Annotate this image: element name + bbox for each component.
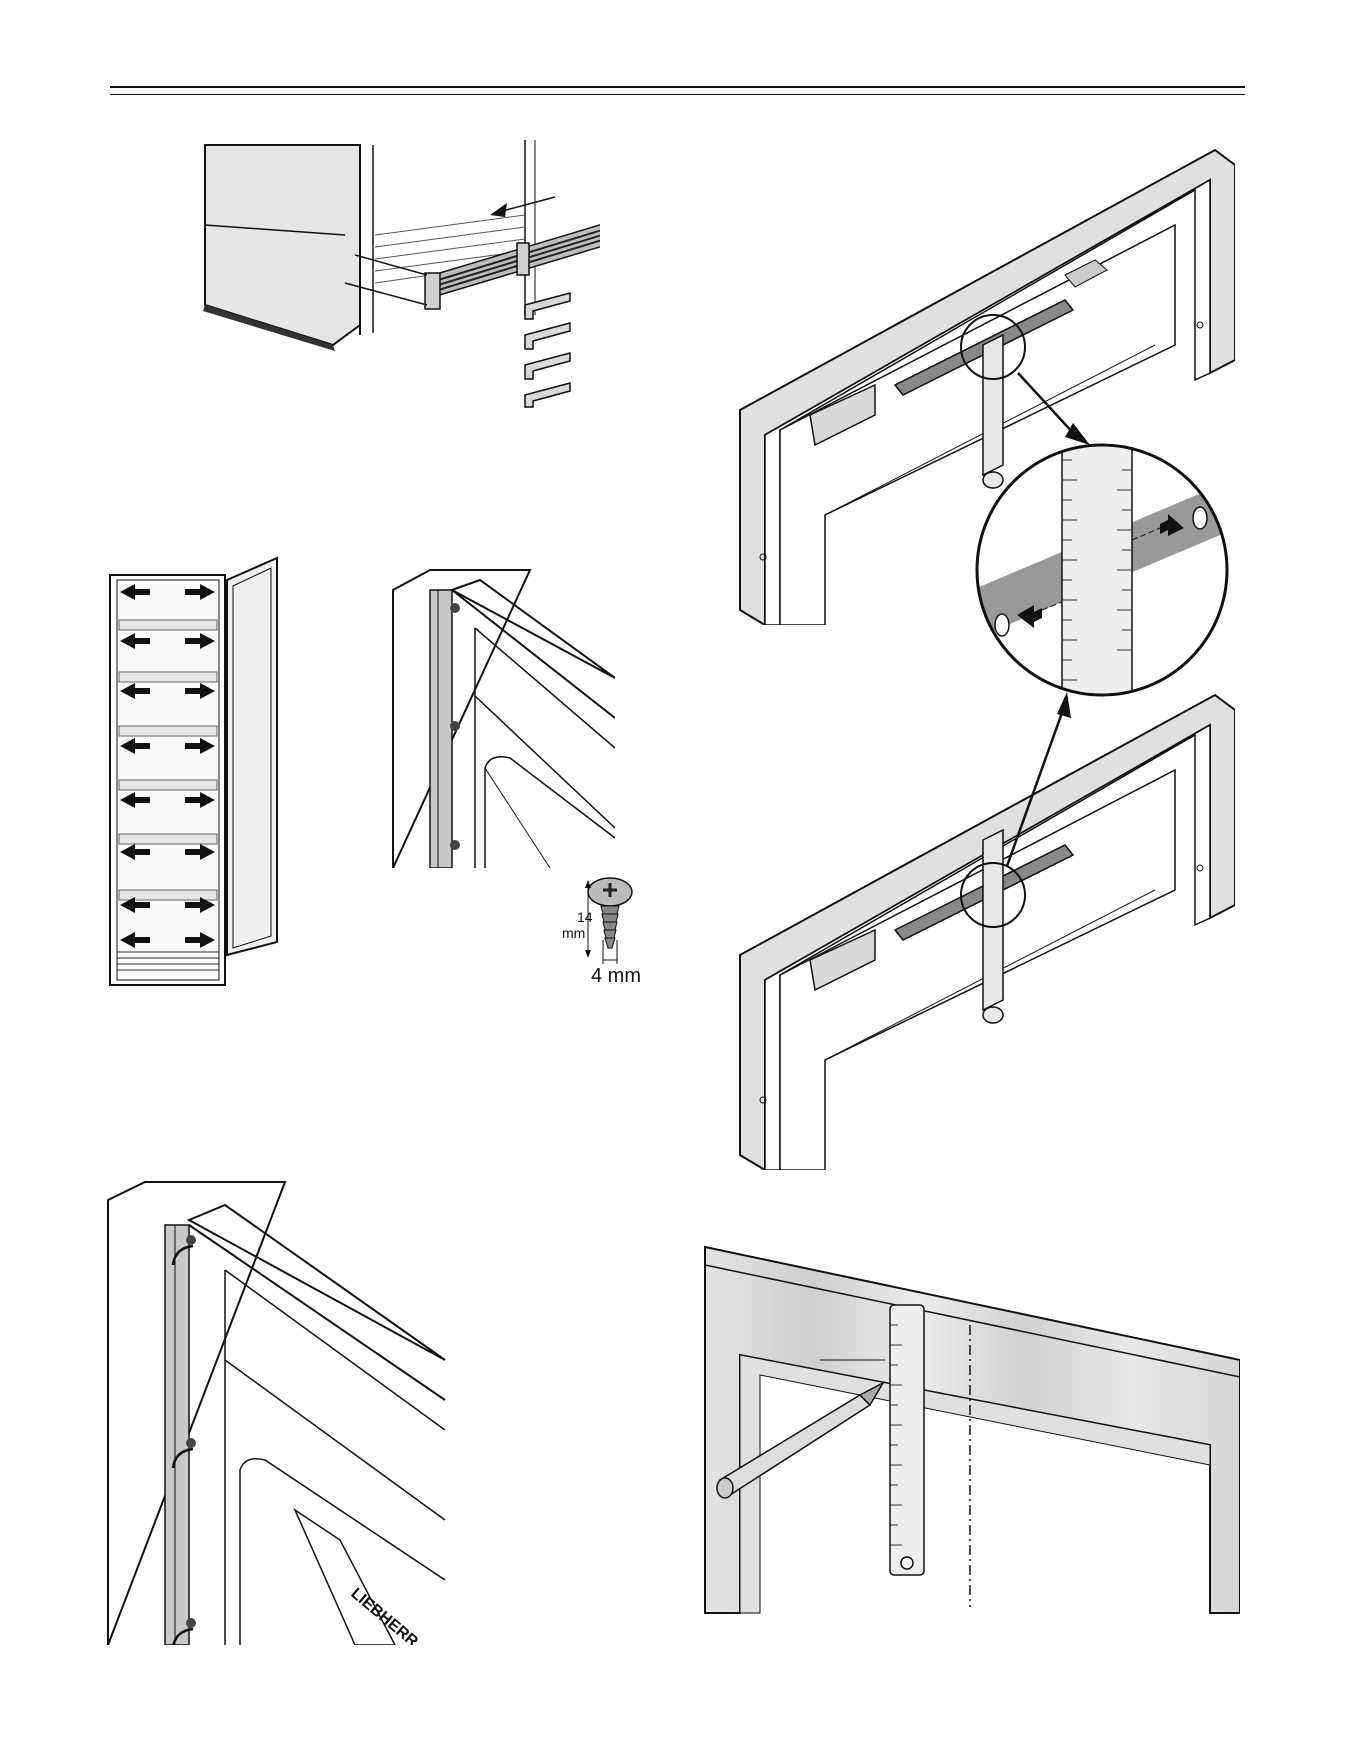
ruler-zoom-detail <box>972 440 1232 700</box>
appliance-open-door-figure <box>105 550 300 990</box>
door-frame-ruler-figure-bottom <box>735 690 1235 1170</box>
door-corner-screws-figure <box>390 568 615 868</box>
screw-diameter-label: 4 mm <box>591 965 641 985</box>
header-rule-lower <box>110 94 1245 95</box>
screw-length-unit: mm <box>562 925 585 941</box>
door-edge-screw-turn-figure: LIEBHERR <box>105 1180 455 1645</box>
plinth-grille-figure <box>195 135 600 410</box>
wood-panel-marking-figure <box>700 1245 1240 1615</box>
screw-length-value: 14 <box>577 909 593 925</box>
header-rule-upper <box>110 86 1245 88</box>
screw-dimension-figure: 14 mm 4 mm <box>555 870 665 985</box>
